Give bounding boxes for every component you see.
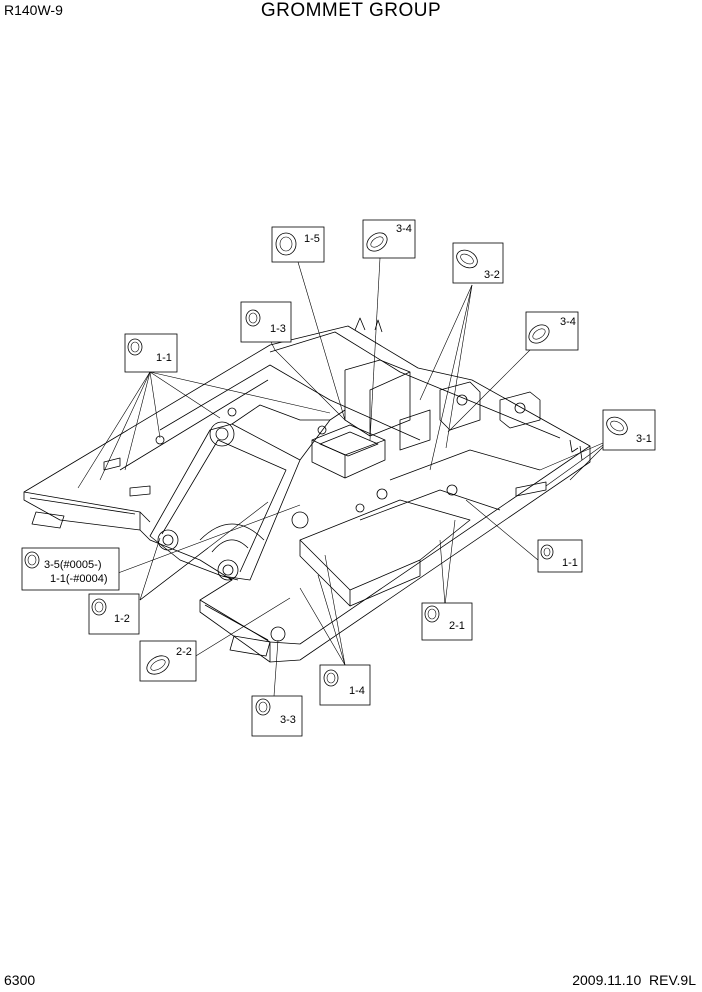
page-number: 6300 [4,972,36,988]
grommet-icon [24,551,40,569]
callout-label: 3-4 [396,223,412,235]
callout-3-3: 3-3 [251,695,303,737]
callout-label: 3-2 [484,269,500,281]
callout-label: 2-1 [449,620,465,632]
revision-date: 2009.11.10 [572,972,642,988]
oval-grommet-icon [366,232,388,252]
oval-grommet-icon [456,249,478,269]
oval-grommet-icon [606,416,628,436]
model-number: R140W-9 [4,2,63,18]
callout-1-2: 1-2 [88,593,140,635]
callout-label: 3-5(#0005-) [44,559,101,571]
callout-label-2: 1-1(-#0004) [50,573,107,585]
callout-3-4-top: 3-4 [362,219,416,259]
callout-label: 1-5 [304,233,320,245]
callout-label: 3-4 [560,316,576,328]
callout-3-5: 3-5(#0005-) 1-1(-#0004) [21,547,120,591]
callout-3-1: 3-1 [602,409,656,451]
callout-1-1-left: 1-1 [124,333,178,373]
callout-3-4-right: 3-4 [525,311,579,351]
callout-label: 3-1 [636,433,652,445]
grommet-icon [323,669,339,687]
linkage-arm [149,404,346,581]
callout-label: 1-2 [114,613,130,625]
callout-label: 2-2 [176,646,192,658]
callout-label: 1-1 [156,352,172,364]
callout-2-1: 2-1 [421,602,473,641]
callout-1-1-right: 1-1 [537,539,583,573]
callout-1-3: 1-3 [240,301,292,343]
grommet-icon [245,309,261,327]
callout-label: 1-4 [349,685,365,697]
callout-label: 1-1 [562,557,578,569]
page-title: GROMMET GROUP [260,0,442,21]
leader-lines [77,257,611,697]
callout-label: 1-3 [270,323,286,335]
grommet-icon [91,598,107,616]
callout-2-2: 2-2 [139,640,197,682]
oval-grommet-icon [146,655,170,675]
grommet-icon [255,698,271,716]
date-revision: 2009.11.10 REV.9L [572,972,696,988]
grommet-icon [275,232,297,256]
callout-1-5: 1-5 [271,226,325,263]
callout-3-2: 3-2 [452,242,504,284]
revision-code: REV.9L [649,972,696,988]
callout-1-4: 1-4 [319,664,371,706]
grommet-icon [127,338,143,356]
grommet-icon [540,544,554,560]
steps-and-pads [31,407,547,657]
callout-label: 3-3 [280,714,296,726]
grommet-icon [424,605,440,623]
oval-grommet-icon [528,324,550,344]
